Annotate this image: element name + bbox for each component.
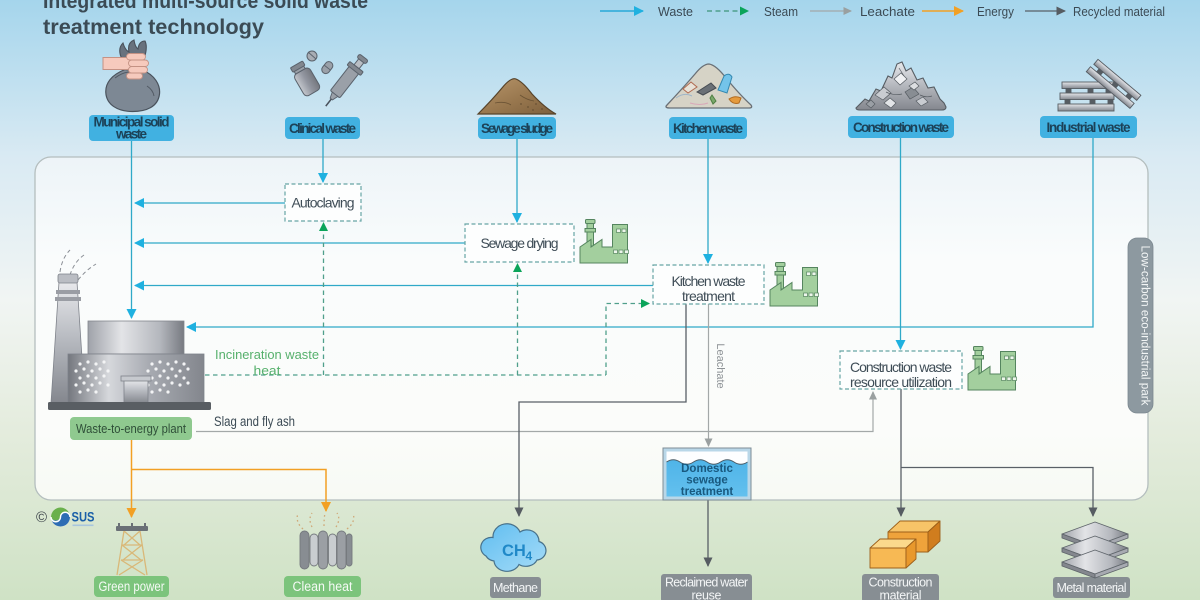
svg-text:Leachate: Leachate	[714, 343, 726, 388]
svg-text:reuse: reuse	[692, 589, 722, 601]
svg-text:SUS: SUS	[72, 509, 95, 525]
svg-text:Construction waste: Construction waste	[853, 120, 949, 135]
svg-text:resource utilization: resource utilization	[850, 374, 952, 390]
svg-text:treatment technology: treatment technology	[43, 15, 264, 39]
svg-text:treatment: treatment	[682, 288, 735, 304]
svg-text:Autoclaving: Autoclaving	[292, 195, 355, 211]
svg-text:Energy: Energy	[977, 4, 1014, 19]
svg-text:Construction: Construction	[869, 576, 933, 590]
svg-text:Sewage sludge: Sewage sludge	[481, 121, 553, 136]
svg-text:Low-carbon eco-industrial park: Low-carbon eco-industrial park	[1139, 246, 1151, 406]
svg-text:Clinical waste: Clinical waste	[289, 121, 356, 136]
svg-text:4: 4	[526, 549, 533, 563]
svg-text:Municipal solid: Municipal solid	[94, 115, 170, 130]
svg-text:sewage: sewage	[686, 475, 728, 487]
svg-text:Sewage drying: Sewage drying	[481, 235, 559, 251]
svg-text:Incineration waste: Incineration waste	[215, 347, 319, 362]
svg-text:Clean heat: Clean heat	[293, 579, 353, 594]
svg-text:Reclaimed water: Reclaimed water	[665, 576, 748, 590]
svg-text:waste: waste	[115, 127, 147, 142]
svg-text:Steam: Steam	[764, 4, 798, 19]
svg-text:Domestic: Domestic	[681, 463, 733, 475]
svg-text:material: material	[880, 589, 922, 601]
svg-text:treatment: treatment	[681, 486, 734, 498]
svg-text:Waste: Waste	[658, 4, 693, 19]
svg-text:Integrated multi-source solid: Integrated multi-source solid waste	[43, 0, 368, 13]
svg-text:Construction waste: Construction waste	[850, 359, 952, 375]
svg-text:Kitchen waste: Kitchen waste	[672, 273, 746, 289]
svg-text:©: ©	[36, 509, 47, 526]
svg-text:CH: CH	[502, 542, 526, 560]
svg-text:Leachate: Leachate	[860, 4, 915, 19]
svg-text:Kitchen waste: Kitchen waste	[673, 121, 743, 136]
svg-text:Methane: Methane	[493, 581, 538, 595]
svg-text:Recycled material: Recycled material	[1073, 4, 1165, 19]
svg-text:Green power: Green power	[99, 579, 165, 594]
svg-text:Waste-to-energy plant: Waste-to-energy plant	[76, 421, 186, 436]
svg-text:Slag and fly ash: Slag and fly ash	[214, 414, 295, 429]
svg-text:Metal material: Metal material	[1057, 581, 1127, 595]
svg-text:heat: heat	[254, 363, 281, 378]
svg-text:Industrial waste: Industrial waste	[1047, 120, 1131, 135]
